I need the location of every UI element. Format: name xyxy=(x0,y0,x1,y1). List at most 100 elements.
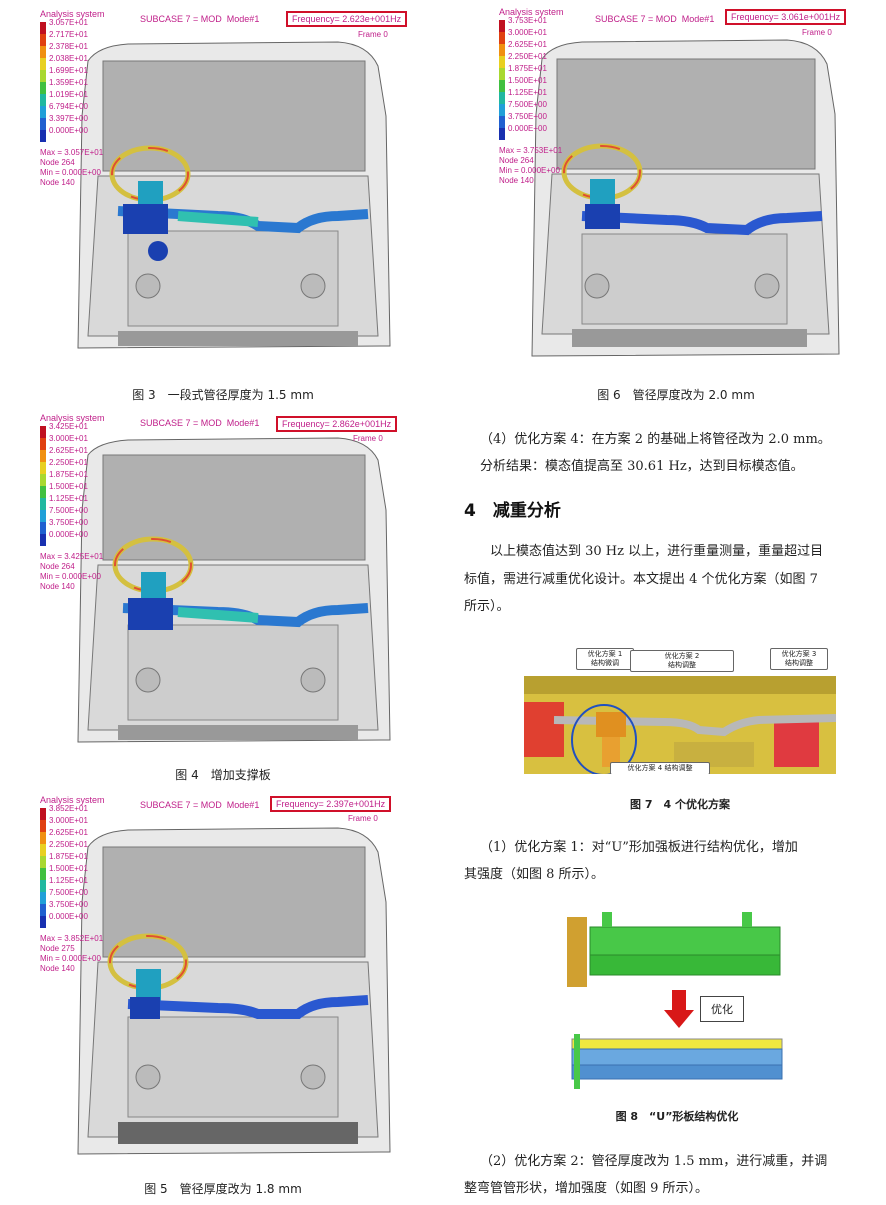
callout-option-4: 优化方案 4 结构调整 xyxy=(610,762,710,774)
fem-render-fig4 xyxy=(38,410,408,760)
legend-tick-label: 1.699E+01 xyxy=(49,66,88,75)
paragraph-weight-line-3: 所示）。 xyxy=(464,599,510,614)
legend-tick-label: 3.000E+01 xyxy=(508,28,547,37)
legend-tick-label: 0.000E+00 xyxy=(49,912,88,921)
legend-color-swatch xyxy=(40,462,46,474)
legend-tick-label: 1.875E+01 xyxy=(49,852,88,861)
legend-color-swatch xyxy=(40,832,46,844)
legend-tick-label: 2.250E+01 xyxy=(508,52,547,61)
optimize-label-box: 优化 xyxy=(700,996,744,1022)
legend-tick-label: 2.625E+01 xyxy=(49,446,88,455)
legend-color-swatch xyxy=(499,92,505,104)
frame-label: Frame 0 xyxy=(802,28,832,37)
figure-3: Analysis system SUBCASE 7 = MOD Mode#1 F… xyxy=(38,6,408,380)
legend-color-swatch xyxy=(40,426,46,438)
fem-render-fig3 xyxy=(38,6,408,380)
legend-tick-label: 3.750E+00 xyxy=(49,518,88,527)
legend-color-swatch xyxy=(40,856,46,868)
paragraph-weight-line-1: 以上模态值达到 30 Hz 以上，进行重量测量，重量超过目 xyxy=(490,544,824,559)
legend-tick-label: 3.397E+00 xyxy=(49,114,88,123)
legend-tick-label: 3.000E+01 xyxy=(49,816,88,825)
paragraph-option-1-line-2: 其强度（如图 8 所示）。 xyxy=(464,867,605,882)
legend-stat-label: Node 264 xyxy=(40,158,75,167)
legend-color-swatch xyxy=(40,450,46,462)
legend-title: Analysis system xyxy=(40,795,105,805)
legend-tick-label: 7.500E+00 xyxy=(508,100,547,109)
legend-tick-label: 0.000E+00 xyxy=(49,530,88,539)
callout-option-2: 优化方案 2 结构调整 xyxy=(630,650,734,672)
paragraph-option-4: （4）优化方案 4：在方案 2 的基础上将管径改为 2.0 mm。 xyxy=(480,432,831,447)
legend-stat-label: Min = 0.000E+00 xyxy=(40,954,101,963)
legend-stat-label: Max = 3.057E+01 xyxy=(40,148,104,157)
legend-color-swatch xyxy=(40,820,46,832)
subcase-label: SUBCASE 7 = MOD Mode#1 xyxy=(140,418,260,428)
legend-tick-label: 1.500E+01 xyxy=(49,482,88,491)
legend-tick-label: 1.875E+01 xyxy=(508,64,547,73)
fem-render-fig6 xyxy=(497,4,855,378)
legend-title: Analysis system xyxy=(499,7,564,17)
legend-tick-label: 1.125E+01 xyxy=(49,494,88,503)
legend-color-swatch xyxy=(499,68,505,80)
legend-stat-label: Node 264 xyxy=(499,156,534,165)
legend-tick-label: 2.038E+01 xyxy=(49,54,88,63)
legend-tick-label: 3.753E+01 xyxy=(508,16,547,25)
legend-color-swatch xyxy=(499,56,505,68)
legend-color-swatch xyxy=(40,868,46,880)
legend-tick-label: 0.000E+00 xyxy=(508,124,547,133)
legend-color-swatch xyxy=(40,486,46,498)
legend-tick-label: 1.019E+01 xyxy=(49,90,88,99)
legend-stat-label: Node 264 xyxy=(40,562,75,571)
paragraph-option-2-line-1: （2）优化方案 2：管径厚度改为 1.5 mm，进行减重，并调 xyxy=(480,1154,828,1169)
legend-color-swatch xyxy=(499,104,505,116)
legend-tick-label: 2.625E+01 xyxy=(508,40,547,49)
legend-color-swatch xyxy=(499,80,505,92)
legend-tick-label: 2.625E+01 xyxy=(49,828,88,837)
legend-tick-label: 2.250E+01 xyxy=(49,840,88,849)
figure-6: Analysis system SUBCASE 7 = MOD Mode#1 F… xyxy=(497,4,855,378)
legend-tick-label: 1.125E+01 xyxy=(508,88,547,97)
legend-tick-label: 2.250E+01 xyxy=(49,458,88,467)
paragraph-option-1-line-1: （1）优化方案 1：对“U”形加强板进行结构优化，增加 xyxy=(480,840,798,855)
caption-fig8: 图 8 “U”形板结构优化 xyxy=(615,1110,739,1123)
legend-tick-label: 7.500E+00 xyxy=(49,888,88,897)
paragraph-option-2-line-2: 整弯管管形状，增加强度（如图 9 所示）。 xyxy=(464,1181,709,1196)
legend-color-swatch xyxy=(40,892,46,904)
legend-stat-label: Node 140 xyxy=(40,178,75,187)
legend-color-swatch xyxy=(40,534,46,546)
legend-color-swatch xyxy=(40,510,46,522)
legend-tick-label: 0.000E+00 xyxy=(49,126,88,135)
legend-tick-label: 1.500E+01 xyxy=(508,76,547,85)
legend-tick-label: 3.750E+00 xyxy=(508,112,547,121)
legend-color-swatch xyxy=(40,22,46,34)
figure-7: 优化方案 1 结构微调 优化方案 2 结构调整 优化方案 3 结构调整 优化方案… xyxy=(524,642,836,774)
legend-tick-label: 1.500E+01 xyxy=(49,864,88,873)
frequency-box: Frequency= 2.623e+001Hz xyxy=(286,11,408,27)
legend-color-swatch xyxy=(40,522,46,534)
legend-tick-label: 7.500E+00 xyxy=(49,506,88,515)
legend-stat-label: Max = 3.852E+01 xyxy=(40,934,104,943)
legend-stat-label: Min = 0.000E+00 xyxy=(40,572,101,581)
legend-color-swatch xyxy=(40,106,46,118)
legend-color-swatch xyxy=(40,844,46,856)
legend-color-swatch xyxy=(40,130,46,142)
legend-stat-label: Min = 0.000E+00 xyxy=(499,166,560,175)
legend-title: Analysis system xyxy=(40,9,105,19)
subcase-label: SUBCASE 7 = MOD Mode#1 xyxy=(140,14,260,24)
legend-color-swatch xyxy=(499,20,505,32)
u-plate-render-fig8 xyxy=(562,912,792,1102)
paragraph-analysis-result: 分析结果：模态值提高至 30.61 Hz，达到目标模态值。 xyxy=(480,459,804,474)
legend-tick-label: 1.875E+01 xyxy=(49,470,88,479)
legend-stat-label: Min = 0.000E+00 xyxy=(40,168,101,177)
legend-color-swatch xyxy=(40,46,46,58)
legend-color-swatch xyxy=(40,58,46,70)
caption-fig4: 图 4 增加支撑板 xyxy=(175,768,271,782)
frame-label: Frame 0 xyxy=(348,814,378,823)
legend-color-swatch xyxy=(40,438,46,450)
figure-8: 优化 xyxy=(562,912,792,1102)
legend-tick-label: 1.359E+01 xyxy=(49,78,88,87)
callout-option-1: 优化方案 1 结构微调 xyxy=(576,648,634,670)
caption-fig6: 图 6 管径厚度改为 2.0 mm xyxy=(597,388,755,402)
section-heading: 4 减重分析 xyxy=(464,501,561,521)
frequency-box: Frequency= 2.862e+001Hz xyxy=(276,416,398,432)
legend-tick-label: 2.717E+01 xyxy=(49,30,88,39)
